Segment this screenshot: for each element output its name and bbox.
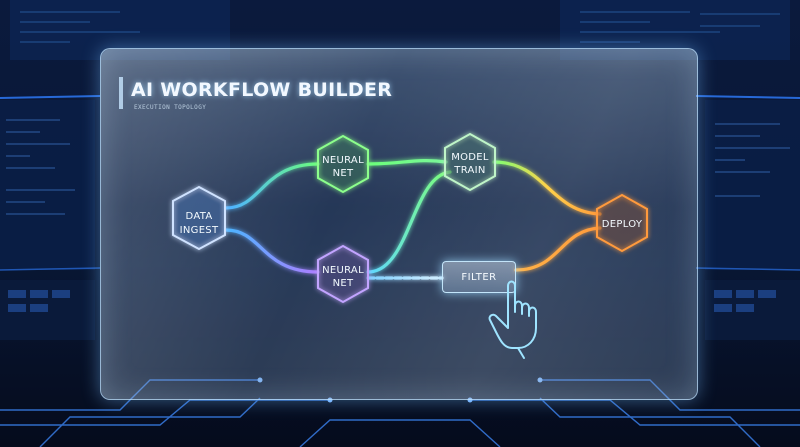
- node-data-ingest-line2: INGEST: [180, 225, 219, 236]
- node-model-train-line2: TRAIN: [453, 165, 485, 176]
- touch-hand-icon: [488, 280, 537, 359]
- node-model-train[interactable]: MODEL TRAIN: [444, 132, 496, 192]
- edge-filter-to-deploy: [514, 226, 602, 272]
- node-neural-net-bottom-line2: NET: [333, 278, 354, 289]
- edge-model-train-to-deploy: [492, 160, 602, 216]
- node-data-ingest[interactable]: DATA INGEST: [172, 185, 226, 251]
- node-deploy[interactable]: DEPLOY: [596, 193, 648, 253]
- panel-subtitle: EXECUTION TOPOLOGY: [134, 104, 207, 111]
- panel-title: AI WORKFLOW BUILDER: [131, 79, 393, 101]
- node-neural-net-bottom-line1: NEURAL: [322, 265, 364, 276]
- edge-data-ingest-to-neural-net-bottom: [224, 228, 320, 274]
- node-neural-net-top-line2: NET: [333, 168, 354, 179]
- edge-neural-net-to-model-train: [366, 159, 448, 166]
- node-neural-net-top-line1: NEURAL: [322, 155, 364, 166]
- node-deploy-label: DEPLOY: [602, 219, 643, 230]
- node-data-ingest-line1: DATA: [186, 211, 213, 222]
- filter-button[interactable]: FILTER: [442, 261, 516, 293]
- filter-button-label: FILTER: [461, 271, 497, 283]
- title-accent-bar: [119, 77, 123, 109]
- node-neural-net-bottom[interactable]: NEURAL NET: [317, 244, 369, 304]
- edge-neural-net-cross-to-model-train: [366, 170, 452, 274]
- edge-data-ingest-to-neural-net-top: [224, 162, 320, 210]
- node-model-train-line1: MODEL: [451, 152, 489, 163]
- node-neural-net-top[interactable]: NEURAL NET: [317, 134, 369, 194]
